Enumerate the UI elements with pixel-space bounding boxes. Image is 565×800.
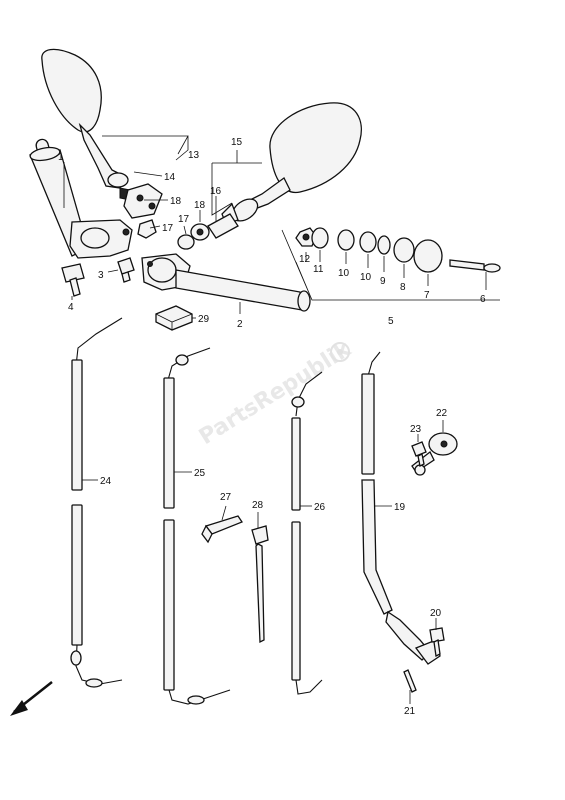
label-23: 23 (410, 424, 422, 435)
pin-21[interactable] (403, 669, 417, 693)
label-7: 7 (424, 290, 430, 301)
part-29-block[interactable] (155, 305, 193, 331)
label-11: 11 (313, 264, 324, 275)
label-4: 4 (68, 302, 74, 313)
label-10a: 10 (338, 268, 350, 279)
cable-tie-28[interactable] (251, 525, 269, 644)
leader-15 (211, 150, 262, 216)
label-13: 13 (188, 150, 200, 161)
bolt-23[interactable] (411, 441, 427, 467)
label-29: 29 (198, 314, 210, 325)
throttle-cable-24[interactable] (70, 317, 123, 688)
label-18b: 18 (194, 200, 206, 211)
watermark-logo (330, 342, 350, 362)
choke-cable-26[interactable] (291, 371, 323, 695)
bar-end-balancer[interactable] (295, 227, 501, 273)
label-17b: 17 (178, 214, 190, 225)
watermark: PartsRepublik (195, 336, 357, 450)
label-21: 21 (404, 706, 416, 717)
label-19: 19 (394, 502, 406, 513)
label-17a: 17 (162, 223, 174, 234)
label-9: 9 (380, 276, 386, 287)
leader-lines (63, 162, 487, 704)
label-28: 28 (252, 500, 264, 511)
handlebar[interactable] (141, 253, 311, 312)
clip-27[interactable] (201, 515, 243, 544)
label-16: 16 (210, 186, 222, 197)
label-15: 15 (231, 137, 243, 148)
right-mirror[interactable] (221, 102, 362, 226)
leader-13 (102, 135, 189, 161)
label-14: 14 (164, 172, 176, 183)
bolt-4[interactable] (61, 263, 85, 297)
front-direction-arrow (10, 681, 53, 716)
label-10b: 10 (360, 272, 372, 283)
bolt-3[interactable] (117, 257, 135, 283)
leader-5 (281, 229, 500, 301)
bolt-20[interactable] (429, 627, 445, 657)
clutch-cable-19[interactable] (361, 351, 441, 665)
watermark-text: PartsRepublik (195, 336, 357, 450)
throttle-housing[interactable] (69, 219, 133, 259)
label-2: 2 (237, 319, 243, 330)
label-27: 27 (220, 492, 232, 503)
label-22: 22 (436, 408, 448, 419)
label-20: 20 (430, 608, 442, 619)
throttle-cable-25[interactable] (163, 347, 231, 705)
label-3: 3 (98, 270, 104, 281)
label-5: 5 (388, 316, 394, 327)
mirror-clamp[interactable] (123, 183, 163, 239)
label-25: 25 (194, 468, 206, 479)
label-24: 24 (100, 476, 112, 487)
label-26: 26 (314, 502, 326, 513)
label-18a: 18 (170, 196, 182, 207)
label-8: 8 (400, 282, 406, 293)
label-12: 12 (299, 254, 311, 265)
label-1: 1 (58, 152, 64, 163)
label-6: 6 (480, 294, 486, 305)
collar-set[interactable] (177, 213, 239, 250)
